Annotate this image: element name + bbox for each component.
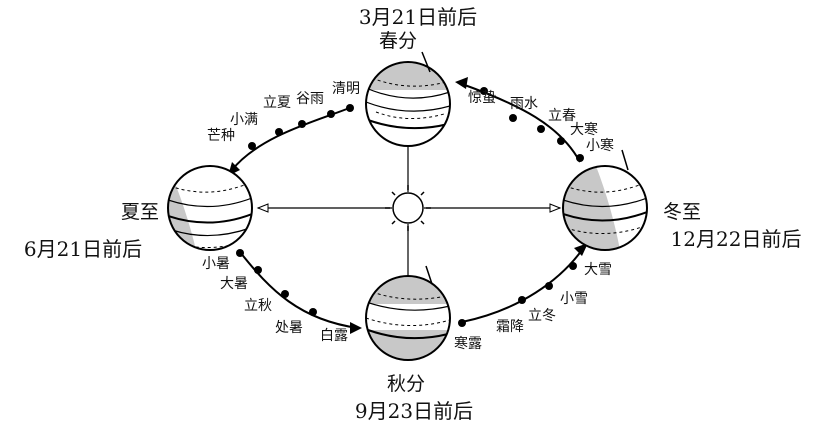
dot (346, 104, 354, 112)
summer-date: 6月21日前后 (24, 237, 142, 261)
dot (248, 142, 256, 150)
summer-name: 夏至 (121, 201, 159, 223)
dot (480, 87, 488, 95)
light-arrow-summer (256, 203, 269, 213)
term-label: 小雪 (560, 291, 588, 307)
term-label: 清明 (332, 81, 360, 97)
term-label: 惊蛰 (468, 90, 496, 106)
term-label: 立春 (548, 108, 576, 124)
dot (518, 296, 526, 304)
term-label: 大雪 (584, 262, 612, 278)
earth-spring (365, 51, 451, 147)
dot (327, 110, 335, 118)
term-label: 立冬 (528, 308, 556, 324)
dot (458, 319, 466, 327)
dot (254, 266, 262, 274)
earth-winter (562, 149, 648, 251)
winter-date: 12月22日前后 (671, 227, 802, 251)
earth-autumn (365, 265, 451, 361)
term-label: 雨水 (510, 96, 538, 112)
term-label: 立夏 (263, 95, 291, 111)
spring-date: 3月21日前后 (359, 5, 477, 29)
term-label: 立秋 (244, 298, 272, 314)
arrow-toward-winter-spring (455, 77, 468, 89)
term-label: 小寒 (586, 137, 614, 154)
dot (275, 128, 283, 136)
term-label: 芒种 (207, 128, 235, 144)
term-dots (236, 87, 584, 327)
winter-name: 冬至 (663, 201, 701, 223)
dot (576, 154, 584, 162)
term-label: 大寒 (570, 121, 598, 138)
dot (569, 262, 577, 270)
sun-rays-lines (258, 130, 560, 276)
orbit-arc-autumn-winter (461, 249, 583, 323)
autumn-date: 9月23日前后 (355, 399, 473, 423)
dot (509, 114, 517, 122)
term-label: 小暑 (202, 256, 230, 272)
earth-summer (167, 165, 253, 251)
arrow-to-winter (574, 243, 588, 256)
dot (298, 120, 306, 128)
dot (236, 249, 244, 257)
term-label: 大暑 (220, 276, 248, 292)
spring-name: 春分 (379, 30, 417, 52)
sun-icon (385, 185, 431, 231)
term-label: 小满 (230, 112, 258, 128)
orbit-arc-summer-autumn (239, 251, 359, 329)
term-label: 谷雨 (296, 91, 324, 107)
dot (281, 290, 289, 298)
orbit-arc-spring-summer (231, 106, 353, 171)
autumn-name: 秋分 (387, 373, 425, 395)
dot (309, 308, 317, 316)
term-label: 处暑 (275, 320, 303, 336)
term-label: 寒露 (454, 335, 482, 352)
dot (545, 282, 553, 290)
dot (557, 137, 565, 145)
light-arrow-winter (549, 203, 562, 213)
arrow-to-autumn (350, 322, 362, 334)
term-label: 霜降 (496, 319, 524, 335)
term-label: 白露 (320, 328, 348, 344)
dot (537, 125, 545, 133)
